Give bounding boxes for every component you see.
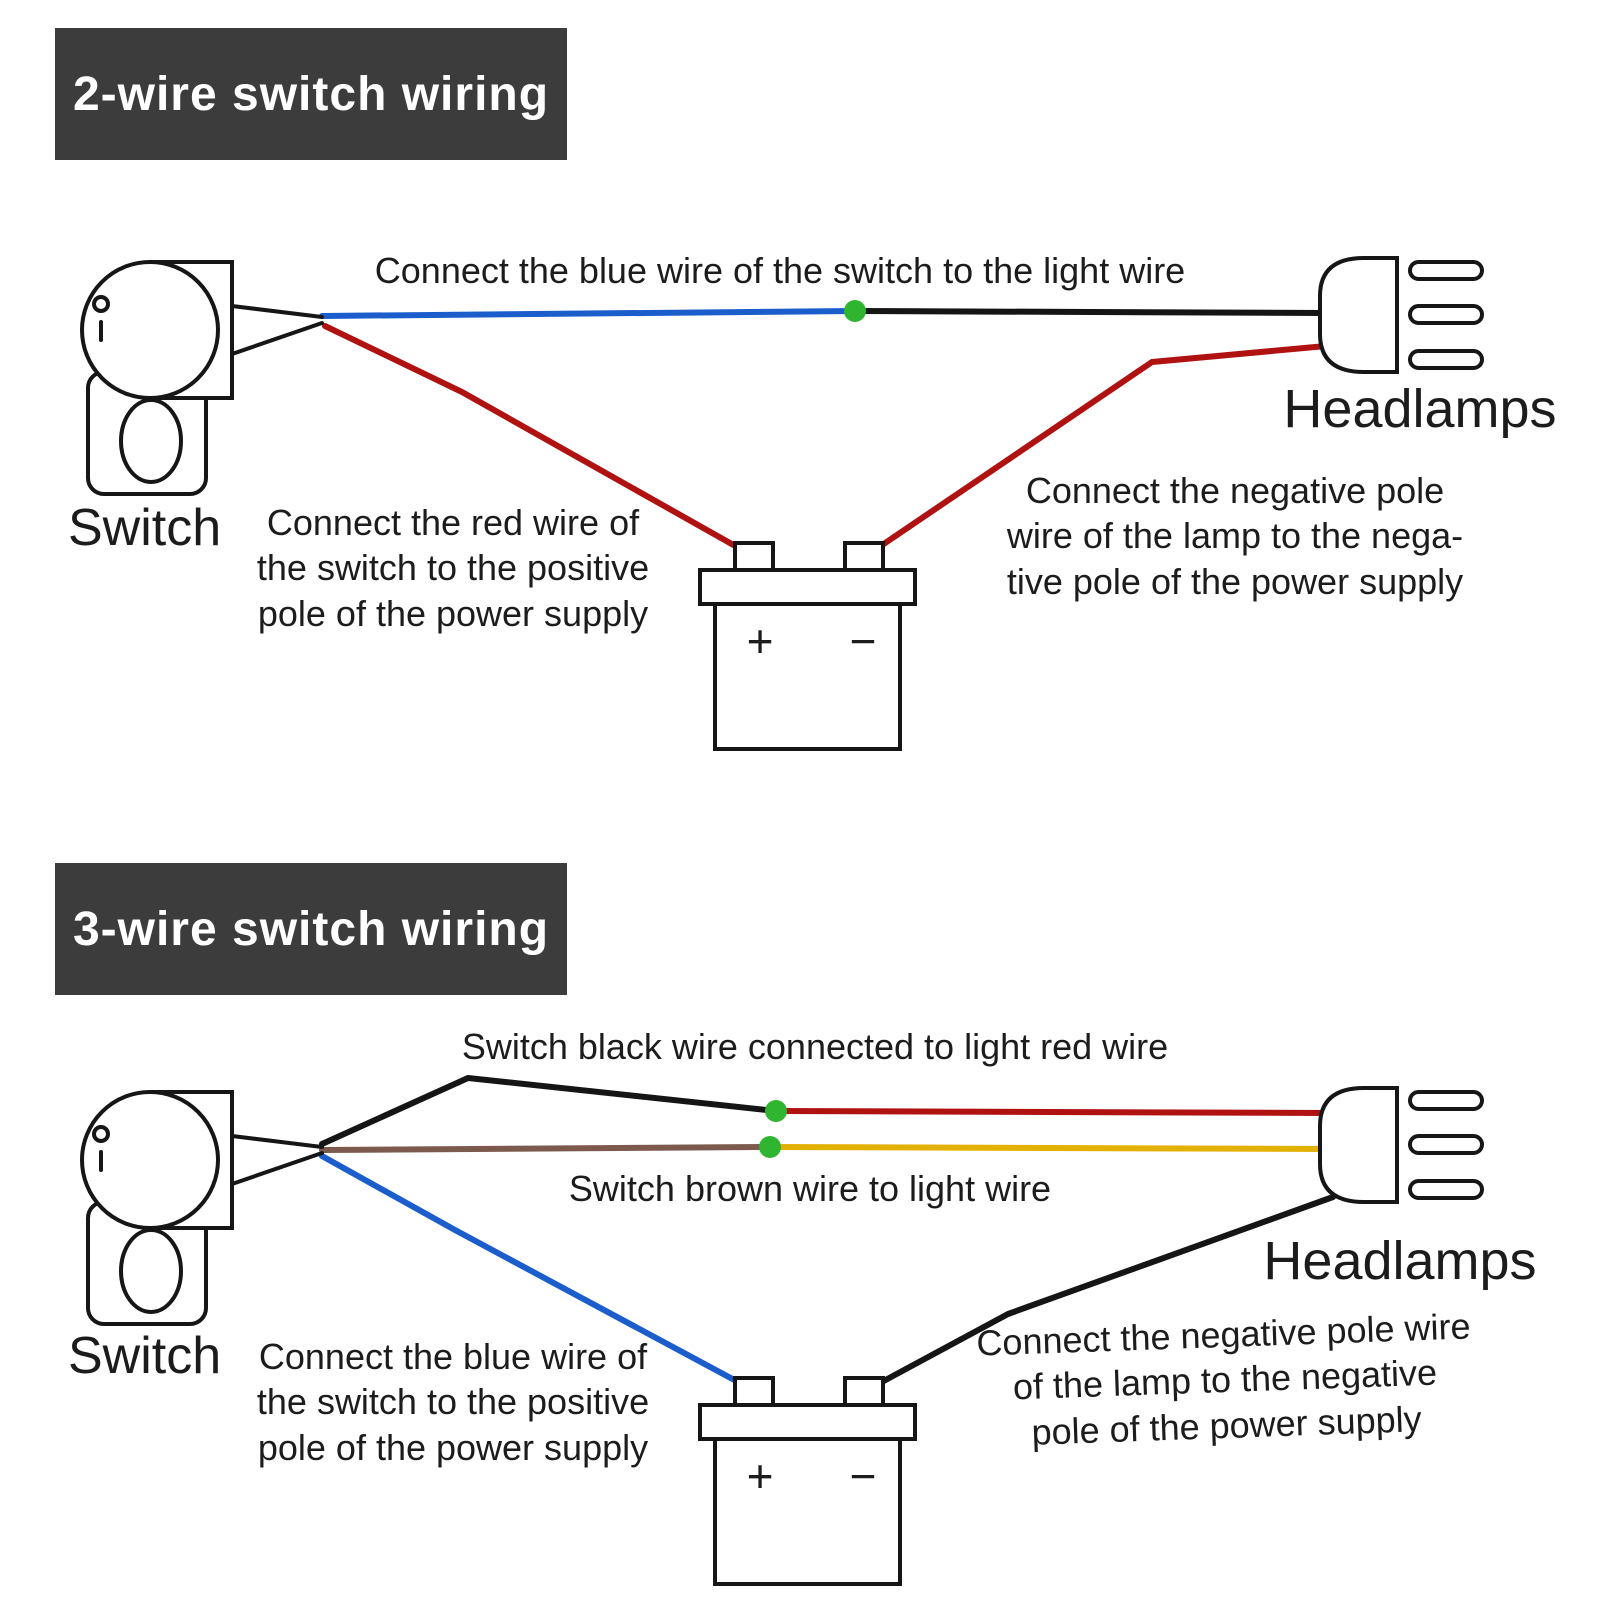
wire-junction-dot-black-red: [765, 1100, 787, 1122]
switch-blue-wire: [319, 308, 858, 319]
battery-negative-sign: −: [849, 615, 877, 667]
two-wire-diagram: [80, 256, 1484, 751]
battery-negative-sign: −: [849, 1450, 877, 1502]
negative-pole-note: Connect the negative pole wire of the la…: [1006, 470, 1464, 602]
three-wire-diagram: [80, 1075, 1484, 1586]
switch-blue-wire-to-battery-positive: [319, 1153, 756, 1393]
light-red-wire: [773, 1108, 1329, 1116]
headlamps-label: Headlamps: [1283, 379, 1557, 439]
switch-label: Switch: [68, 1327, 222, 1385]
switch-red-wire-to-battery-positive: [322, 323, 756, 559]
wire-junction-dot-brown-yellow: [759, 1136, 781, 1158]
switch-icon: [80, 1090, 324, 1326]
lamp-negative-wire-to-battery-negative: [864, 1194, 1336, 1393]
headlamps-label: Headlamps: [1263, 1231, 1537, 1291]
negative-pole-note: Connect the negative pole wire of the la…: [975, 1305, 1472, 1453]
switch-icon: [80, 260, 324, 496]
light-yellow-wire: [767, 1144, 1329, 1152]
section-title-3-wire: 3-wire switch wiring: [55, 863, 567, 995]
switch-black-wire: [319, 1075, 779, 1147]
battery-positive-sign: +: [746, 615, 774, 667]
blue-wire-positive-note: Connect the blue wire of the switch to t…: [256, 1336, 650, 1468]
wire-junction-dot: [844, 300, 866, 322]
brown-wire-note: Switch brown wire to light wire: [568, 1168, 1052, 1209]
red-wire-note: Connect the red wire of the switch to th…: [256, 502, 650, 634]
battery-positive-sign: +: [746, 1450, 774, 1502]
switch-brown-wire: [319, 1144, 773, 1153]
light-wire-black: [852, 308, 1329, 316]
switch-label: Switch: [68, 499, 222, 557]
lamp-negative-wire-to-battery-negative: [863, 343, 1329, 559]
black-wire-note: Switch black wire connected to light red…: [461, 1026, 1169, 1067]
blue-wire-note: Connect the blue wire of the switch to t…: [374, 250, 1186, 291]
section-title-2-wire: 2-wire switch wiring: [55, 28, 567, 160]
headlamp-connector-icon: [1318, 256, 1484, 374]
headlamp-connector-icon: [1318, 1086, 1484, 1204]
